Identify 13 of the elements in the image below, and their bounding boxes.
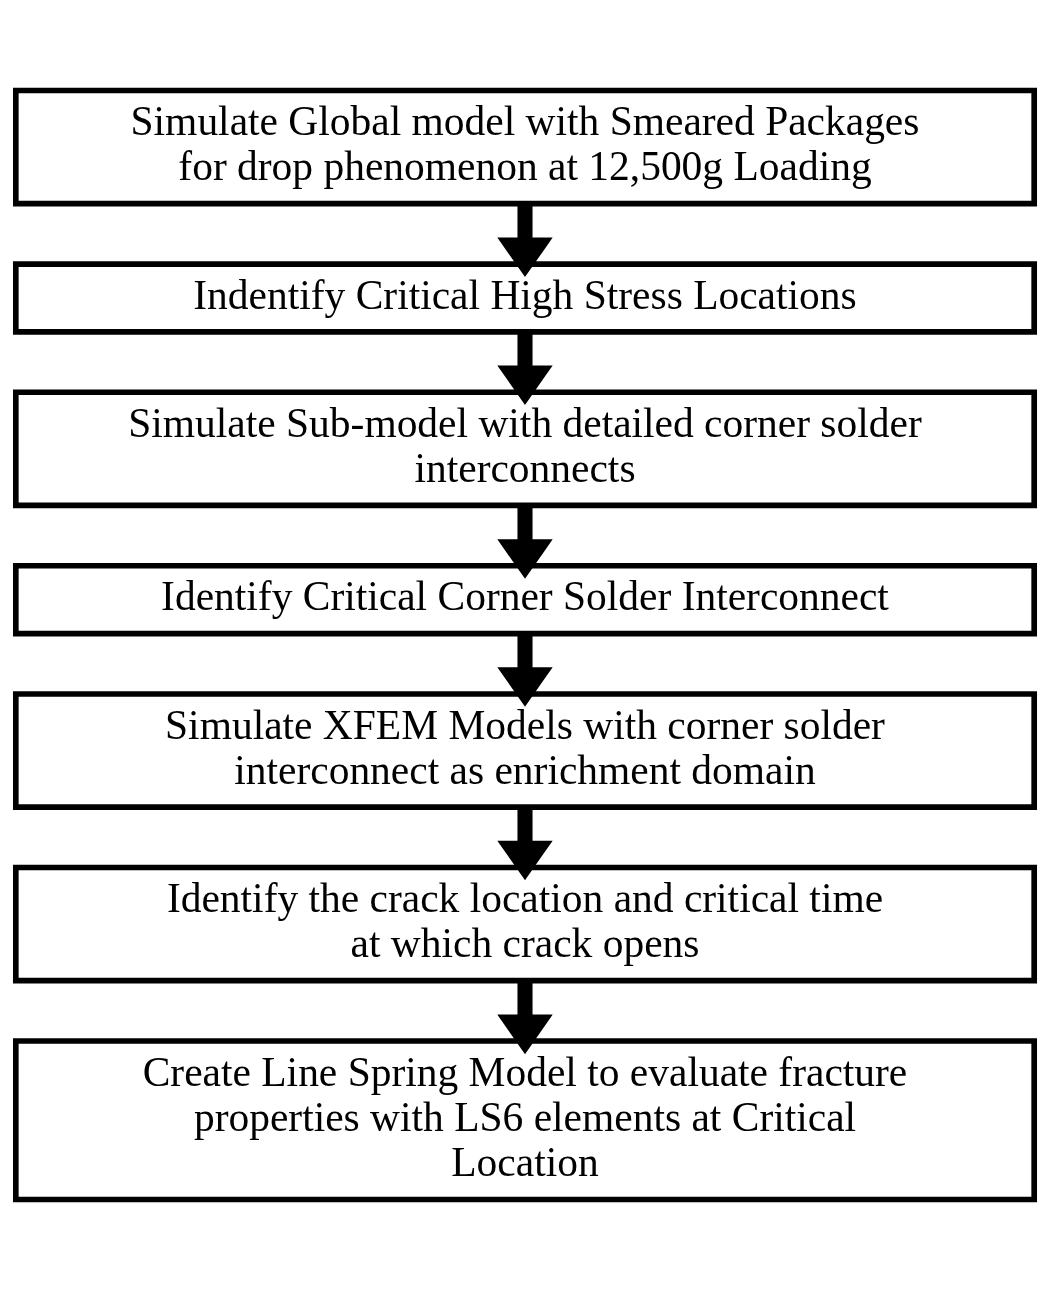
node-box: Create Line Spring Model to evaluate fracture properties with LS6 elements at Critical Location xyxy=(13,1037,1037,1202)
arrow xyxy=(497,807,553,880)
arrow xyxy=(497,633,553,707)
node-box: Identify the crack location and critical time at which crack opens xyxy=(13,864,1037,984)
node-box: Indentify Critical High Stress Locations xyxy=(13,260,1037,335)
node-box: Simulate Global model with Smeared Packages for drop phenomenon at 12,500g Loading xyxy=(13,87,1037,207)
arrow xyxy=(497,980,553,1054)
node-box: Simulate XFEM Models with corner solder interconnect as enrichment domain xyxy=(13,690,1037,810)
arrow xyxy=(497,505,553,579)
arrow xyxy=(497,203,553,277)
node-box: Simulate Sub-model with detailed corner solder interconnects xyxy=(13,388,1037,508)
node-box: Identify Critical Corner Solder Interconnect xyxy=(13,562,1037,636)
arrow xyxy=(497,332,553,405)
